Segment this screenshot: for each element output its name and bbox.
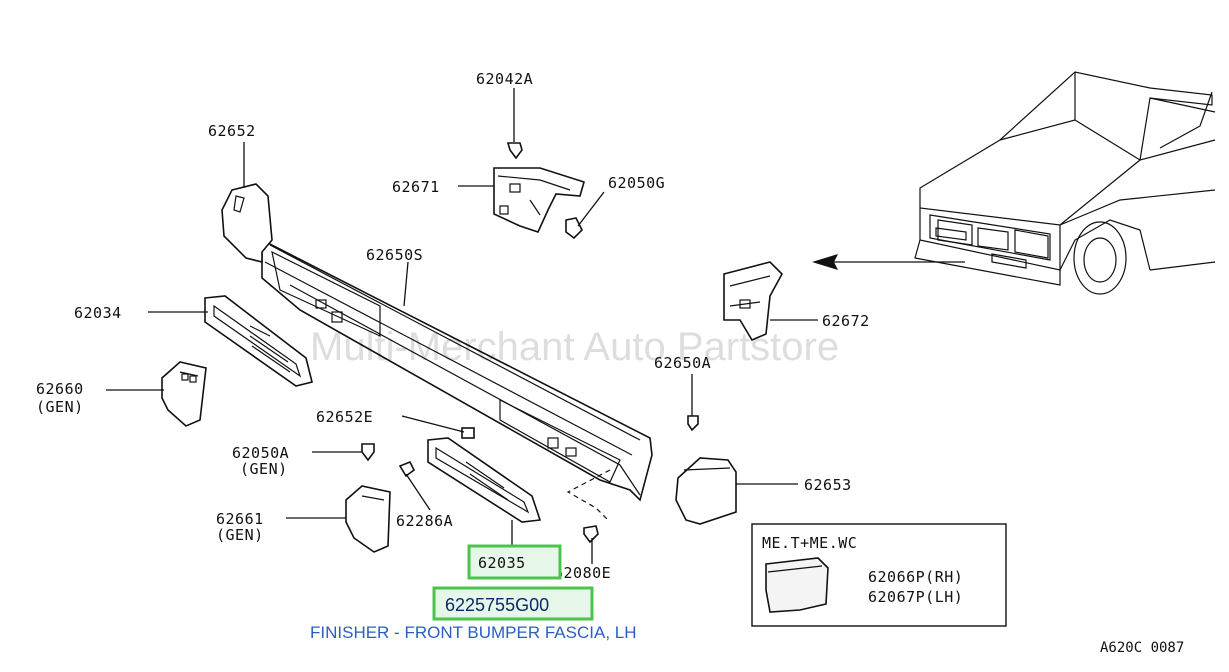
cover-62660 [161,361,207,427]
inset-box: ME.T+ME.WC 62066P(RH) 62067P(LH) [751,523,1007,627]
label-62660: 62660 [36,380,84,398]
bolt-62650A [687,374,699,432]
label-62661: 62661 [216,510,264,528]
label-62672: 62672 [822,312,870,330]
bracket-62672 [723,261,783,342]
part-labels: 62042A 62652 62671 62050G 62650S 62034 6… [36,70,870,582]
watermark: Multi-Merchant Auto Partstore [310,325,839,369]
highlight-62035[interactable]: 62035 [467,544,562,580]
label-62650A: 62650A [654,354,711,372]
label-62050G: 62050G [608,174,665,192]
bumper-fascia-62650S [261,238,653,502]
clip-62050G [565,217,583,240]
leader-lines [106,142,866,587]
label-62660-gen: (GEN) [36,398,84,416]
label-62661-gen: (GEN) [216,526,264,544]
label-62652E: 62652E [316,408,373,426]
screw-62050A [361,443,375,462]
diagram-code: A620C 0087 [1100,640,1184,656]
bracket-62671 [493,167,585,233]
corner-62653 [675,457,737,525]
screw-62042A [506,88,523,160]
cover-62661 [345,485,391,553]
part-caption: FINISHER - FRONT BUMPER FASCIA, LH [310,623,637,642]
label-62286A: 62286A [396,512,453,530]
truck-illustration [812,71,1216,295]
label-62042A: 62042A [476,70,533,88]
corner-62652 [221,183,273,264]
part-number-box[interactable]: 6225755G00 [432,586,594,621]
label-62050A-gen: (GEN) [240,460,288,478]
label-62080E: 62080E [554,564,611,582]
screw-62080E [583,525,599,544]
inset-title: ME.T+ME.WC [762,534,857,552]
grille-62035 [427,437,542,523]
label-62650S: 62650S [366,246,423,264]
label-62652: 62652 [208,122,256,140]
grille-62034 [204,295,313,387]
clip-62652E [461,427,475,439]
label-62066P: 62066P(RH) [868,568,963,586]
screw-62286A [398,460,416,478]
label-62050A: 62050A [232,444,289,462]
label-62653: 62653 [804,476,852,494]
label-62067P: 62067P(LH) [868,588,963,606]
label-62671: 62671 [392,178,440,196]
label-62035: 62035 [478,554,526,572]
part-number: 6225755G00 [445,595,549,615]
label-62034: 62034 [74,304,122,322]
